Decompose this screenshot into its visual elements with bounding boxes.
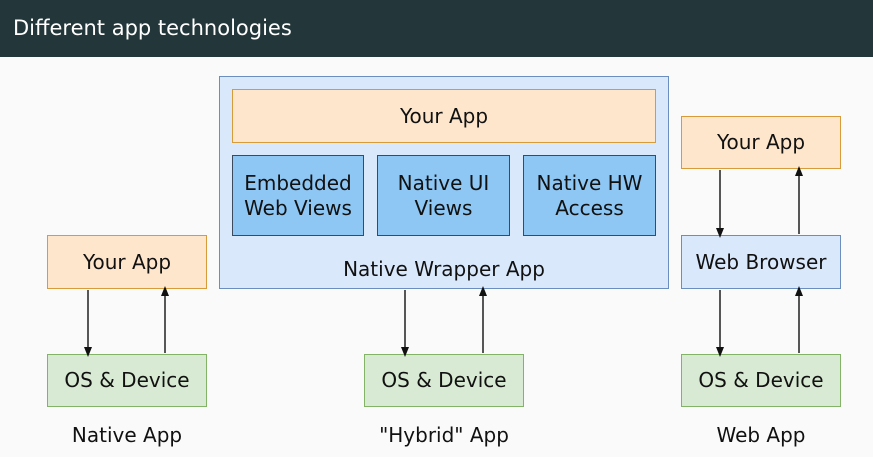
native-app-caption: Native App — [71, 423, 183, 447]
native-ui-views-line1: Native UI — [397, 170, 490, 195]
native-your-app-box: Your App — [47, 235, 207, 289]
native-hw-access-box: Native HW Access — [523, 155, 656, 236]
native-ui-views-box: Native UI Views — [377, 155, 510, 236]
native-your-app-label: Your App — [82, 249, 172, 274]
web-os-device-label: OS & Device — [698, 368, 824, 392]
native-wrapper-app-label: Native Wrapper App — [343, 257, 545, 281]
native-os-device-box: OS & Device — [47, 354, 207, 407]
hybrid-your-app-box: Your App — [232, 89, 656, 143]
hybrid-your-app-label: Your App — [399, 103, 489, 128]
web-app-caption: Web App — [716, 423, 806, 447]
embedded-web-views-line2: Web Views — [244, 195, 352, 220]
native-ui-views-line2: Views — [414, 195, 473, 220]
web-your-app-label: Your App — [716, 130, 806, 154]
hybrid-os-device-box: OS & Device — [364, 354, 524, 407]
web-browser-label: Web Browser — [695, 249, 827, 274]
web-browser-box: Web Browser — [681, 235, 841, 289]
hybrid-app-caption: "Hybrid" App — [379, 423, 509, 447]
slide-header: Different app technologies — [0, 0, 873, 57]
embedded-web-views-line1: Embedded — [244, 170, 352, 195]
slide-title: Different app technologies — [13, 16, 292, 40]
native-os-device-label: OS & Device — [64, 368, 190, 392]
native-hw-access-line1: Native HW — [536, 170, 643, 195]
native-hw-access-line2: Access — [555, 195, 624, 220]
web-os-device-box: OS & Device — [681, 354, 841, 407]
web-your-app-box: Your App — [681, 116, 841, 169]
hybrid-os-device-label: OS & Device — [381, 368, 507, 392]
embedded-web-views-box: Embedded Web Views — [232, 155, 364, 236]
